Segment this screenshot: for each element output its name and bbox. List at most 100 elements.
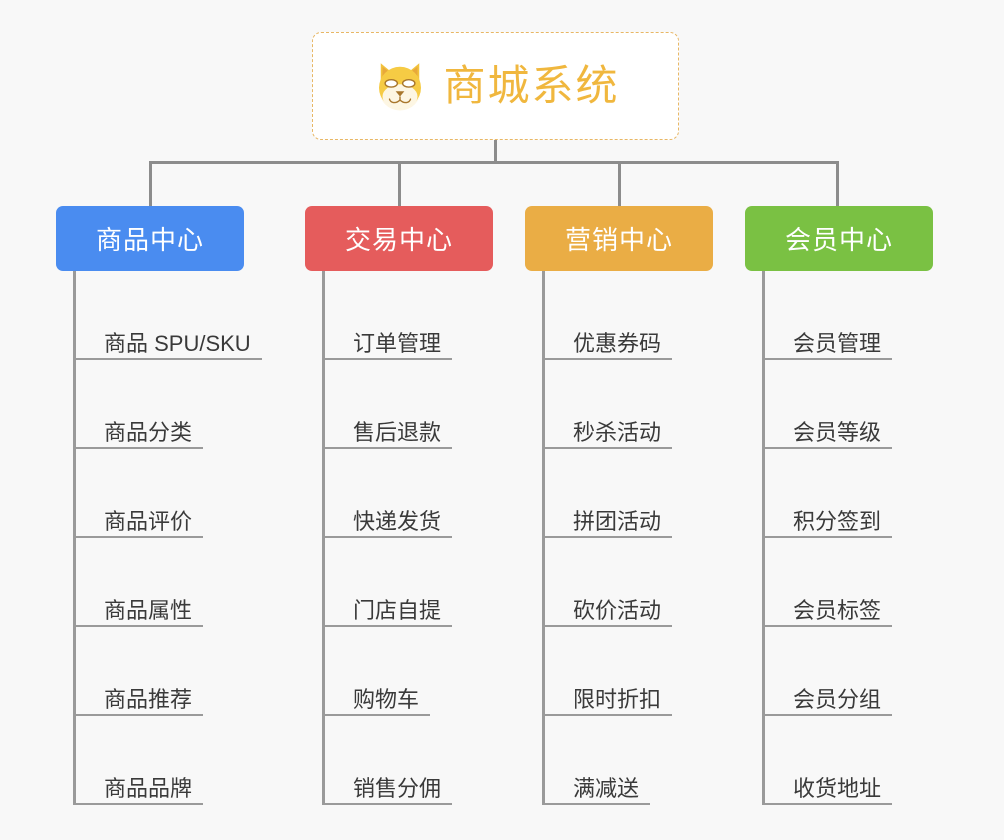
leaf-underline (322, 714, 430, 716)
list-item[interactable]: 商品品牌 (56, 716, 244, 805)
leaf-label: 商品品牌 (104, 775, 193, 801)
leaf-underline (73, 803, 203, 805)
leaf-underline (762, 447, 892, 449)
leaf-label: 商品属性 (104, 597, 193, 623)
leaf-underline (542, 358, 672, 360)
list-item[interactable]: 购物车 (305, 627, 493, 716)
branch-title: 交易中心 (344, 225, 453, 255)
list-item[interactable]: 订单管理 (305, 271, 493, 360)
leaf-label: 会员标签 (793, 597, 882, 623)
leaf-list-product-center: 商品 SPU/SKU 商品分类 商品评价 商品属性 商品推荐 商品品牌 (56, 271, 262, 805)
leaf-underline (762, 625, 892, 627)
branch-header-marketing-center[interactable]: 营销中心 (525, 206, 713, 271)
leaf-label: 满减送 (573, 775, 640, 801)
connector-root-stem (494, 140, 497, 163)
list-item[interactable]: 会员标签 (745, 538, 933, 627)
shiba-dog-face-icon (379, 63, 422, 111)
list-item[interactable]: 商品 SPU/SKU (56, 271, 262, 360)
branch-header-member-center[interactable]: 会员中心 (745, 206, 933, 271)
connector-horizontal-bus (149, 161, 839, 164)
list-item[interactable]: 优惠券码 (525, 271, 713, 360)
list-item[interactable]: 商品属性 (56, 538, 244, 627)
leaf-label: 会员分组 (793, 686, 882, 712)
leaf-underline (73, 447, 203, 449)
list-item[interactable]: 满减送 (525, 716, 713, 805)
list-item[interactable]: 快递发货 (305, 449, 493, 538)
connector-drop-4 (836, 161, 839, 207)
branch-header-trade-center[interactable]: 交易中心 (305, 206, 493, 271)
connector-drop-2 (398, 161, 401, 207)
leaf-label: 商品推荐 (104, 686, 193, 712)
leaf-label: 商品分类 (104, 419, 193, 445)
leaf-underline (542, 536, 672, 538)
leaf-underline (322, 803, 452, 805)
list-item[interactable]: 会员管理 (745, 271, 933, 360)
branch-marketing-center: 营销中心 优惠券码 秒杀活动 拼团活动 砍价活动 限时折扣 (525, 206, 713, 805)
leaf-underline (762, 714, 892, 716)
leaf-label: 订单管理 (353, 330, 442, 356)
leaf-label: 门店自提 (353, 597, 442, 623)
leaf-underline (762, 536, 892, 538)
leaf-label: 收货地址 (793, 775, 882, 801)
leaf-trunk (542, 271, 545, 805)
branch-title: 商品中心 (95, 225, 204, 255)
leaf-underline (73, 714, 203, 716)
list-item[interactable]: 积分签到 (745, 449, 933, 538)
list-item[interactable]: 砍价活动 (525, 538, 713, 627)
leaf-underline (542, 714, 672, 716)
leaf-label: 限时折扣 (573, 686, 662, 712)
leaf-list-marketing-center: 优惠券码 秒杀活动 拼团活动 砍价活动 限时折扣 满减送 (525, 271, 713, 805)
leaf-label: 快递发货 (353, 508, 442, 534)
list-item[interactable]: 门店自提 (305, 538, 493, 627)
list-item[interactable]: 秒杀活动 (525, 360, 713, 449)
root-title: 商城系统 (443, 62, 620, 109)
leaf-trunk (73, 271, 76, 805)
leaf-label: 销售分佣 (353, 775, 442, 801)
leaf-underline (322, 536, 452, 538)
leaf-underline (322, 358, 452, 360)
root-node[interactable]: 商城系统 (312, 32, 679, 140)
leaf-underline (73, 625, 203, 627)
branch-trade-center: 交易中心 订单管理 售后退款 快递发货 门店自提 购物车 (305, 206, 493, 805)
list-item[interactable]: 限时折扣 (525, 627, 713, 716)
list-item[interactable]: 销售分佣 (305, 716, 493, 805)
leaf-label: 积分签到 (793, 508, 882, 534)
list-item[interactable]: 会员等级 (745, 360, 933, 449)
leaf-label: 会员管理 (793, 330, 882, 356)
list-item[interactable]: 商品分类 (56, 360, 244, 449)
leaf-list-member-center: 会员管理 会员等级 积分签到 会员标签 会员分组 收货地址 (745, 271, 933, 805)
leaf-underline (542, 803, 650, 805)
leaf-underline (542, 625, 672, 627)
leaf-label: 优惠券码 (573, 330, 662, 356)
leaf-list-trade-center: 订单管理 售后退款 快递发货 门店自提 购物车 销售分佣 (305, 271, 493, 805)
leaf-label: 拼团活动 (573, 508, 662, 534)
leaf-label: 购物车 (353, 686, 420, 712)
leaf-underline (762, 803, 892, 805)
list-item[interactable]: 商品评价 (56, 449, 244, 538)
leaf-label: 会员等级 (793, 419, 882, 445)
list-item[interactable]: 会员分组 (745, 627, 933, 716)
branch-member-center: 会员中心 会员管理 会员等级 积分签到 会员标签 会员分组 (745, 206, 933, 805)
list-item[interactable]: 收货地址 (745, 716, 933, 805)
connector-drop-3 (618, 161, 621, 207)
leaf-trunk (762, 271, 765, 805)
leaf-label: 售后退款 (353, 419, 442, 445)
leaf-underline (322, 625, 452, 627)
connector-drop-1 (149, 161, 152, 207)
branch-title: 营销中心 (564, 225, 673, 255)
leaf-label: 秒杀活动 (573, 419, 662, 445)
leaf-underline (542, 447, 672, 449)
leaf-trunk (322, 271, 325, 805)
list-item[interactable]: 拼团活动 (525, 449, 713, 538)
leaf-label: 商品 SPU/SKU (104, 330, 251, 356)
leaf-label: 商品评价 (104, 508, 193, 534)
list-item[interactable]: 售后退款 (305, 360, 493, 449)
branch-title: 会员中心 (784, 225, 893, 255)
leaf-underline (73, 358, 262, 360)
list-item[interactable]: 商品推荐 (56, 627, 244, 716)
leaf-underline (73, 536, 203, 538)
branch-header-product-center[interactable]: 商品中心 (56, 206, 244, 271)
leaf-underline (322, 447, 452, 449)
leaf-underline (762, 358, 892, 360)
